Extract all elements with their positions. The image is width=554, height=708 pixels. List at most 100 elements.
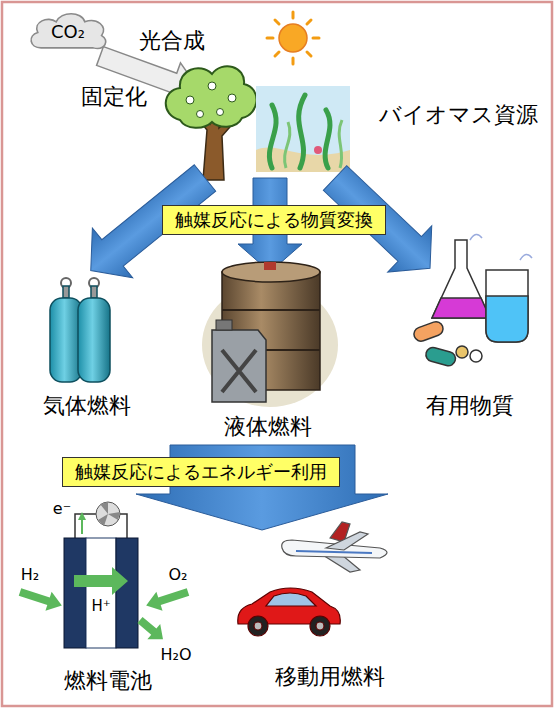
fuel-cell-icon (134, 612, 170, 647)
tree-icon (186, 82, 236, 118)
caption-label: 燃料電池 (64, 668, 152, 693)
seaweed-icon (285, 120, 342, 168)
fuel-cell-icon (81, 518, 83, 534)
fuel-cell-icon (64, 538, 86, 648)
fuel-cell-icon (78, 512, 86, 520)
sun-icon (279, 24, 307, 52)
sun-icon (307, 20, 311, 24)
process-band: 触媒反応によるエネルギー利用 (62, 457, 340, 487)
node-text: 触媒反応によるエネルギー利用 (75, 460, 327, 484)
chemical-label: H₂O (160, 646, 191, 664)
tree-icon (186, 96, 194, 104)
sun-icon (267, 12, 319, 64)
flask-icon (412, 320, 445, 343)
fuel-cell-icon (17, 502, 191, 648)
fan-icon (96, 502, 120, 526)
fuel-cell-icon (17, 567, 191, 647)
cloud-outline (31, 14, 106, 49)
cloud-node: CO₂ (26, 8, 110, 54)
tree-icon (166, 66, 257, 128)
node-text: 触媒反応による物質変換 (175, 208, 373, 232)
drum-icon (222, 262, 320, 282)
sun-icon (313, 37, 319, 40)
gas-cylinder-icon (50, 278, 110, 382)
fan-icon (98, 502, 120, 526)
seaweed-icon (256, 86, 350, 172)
gas-cylinder-icon (50, 298, 82, 382)
seaweed-icon (269, 105, 276, 168)
seaweed-icon (325, 110, 330, 168)
airplane-icon (326, 532, 368, 550)
flask-icon (470, 350, 482, 362)
fuel-cell-icon (143, 582, 191, 615)
car-icon (254, 622, 262, 630)
flask-icon (486, 296, 528, 342)
flask-icon (424, 346, 457, 367)
sun-icon (275, 52, 279, 56)
caption-label: 有用物質 (426, 393, 514, 418)
drum-icon (212, 330, 266, 402)
car-icon (310, 616, 330, 636)
flask-icon (470, 234, 532, 260)
seaweed-icon (339, 120, 342, 168)
gas-cylinder-icon (91, 286, 97, 298)
sun-icon (292, 58, 295, 64)
car-icon (248, 616, 268, 636)
chemical-label: e⁻ (53, 500, 71, 518)
caption-label: 光合成 (139, 28, 205, 53)
chemical-label: H₂ (21, 566, 39, 584)
drum-icon (222, 309, 320, 311)
sun-icon (292, 12, 295, 18)
sun-icon (275, 20, 279, 24)
fuel-cell-icon (17, 582, 65, 615)
seaweed-icon (299, 95, 305, 168)
caption-label: 移動用燃料 (275, 664, 385, 689)
caption-label: バイオマス資源 (379, 102, 538, 127)
flask-icon (486, 270, 528, 342)
tree-icon (166, 66, 257, 180)
fuel-cell-icon (143, 582, 191, 615)
flask-icon (424, 346, 457, 367)
flask-icon (432, 240, 490, 318)
fan-icon (96, 502, 120, 526)
flask-icon (456, 346, 468, 358)
drum-icon (216, 320, 232, 330)
tree-icon (208, 82, 216, 90)
chemical-label: O₂ (168, 566, 187, 584)
flask-icon (432, 298, 490, 318)
fuel-cell-icon (74, 567, 128, 595)
car-icon (266, 593, 316, 606)
caption-label: 固定化 (81, 84, 147, 109)
gas-cylinder-icon (63, 286, 69, 298)
sun-icon (267, 37, 273, 40)
caption-label: 気体燃料 (43, 393, 131, 418)
caption-label: 液体燃料 (224, 414, 312, 439)
tree-icon (228, 94, 236, 102)
flask-icon (412, 234, 532, 367)
flask-icon (412, 320, 445, 343)
fuel-cell-icon (17, 582, 65, 615)
seaweed-icon (256, 86, 350, 172)
drum-icon (202, 262, 338, 407)
chemical-label: H⁺ (91, 598, 110, 615)
car-icon (316, 622, 324, 630)
car-icon (238, 588, 341, 636)
sun-icon (307, 52, 311, 56)
tree-icon (197, 111, 204, 118)
drum-icon (264, 262, 276, 270)
seaweed-icon (269, 95, 330, 168)
seaweed-icon (285, 122, 290, 168)
node-text: CO₂ (51, 21, 85, 42)
process-band: 触媒反応による物質変換 (162, 205, 386, 235)
airplane-icon (296, 551, 372, 553)
airplane-icon (282, 522, 387, 572)
gas-cylinder-icon (78, 298, 110, 382)
seaweed-icon (314, 146, 322, 154)
flow-arrow (71, 153, 452, 530)
drum-icon (222, 350, 256, 392)
tree-icon (217, 109, 224, 116)
fuel-cell-icon (86, 538, 116, 648)
fuel-cell-icon (134, 612, 170, 647)
